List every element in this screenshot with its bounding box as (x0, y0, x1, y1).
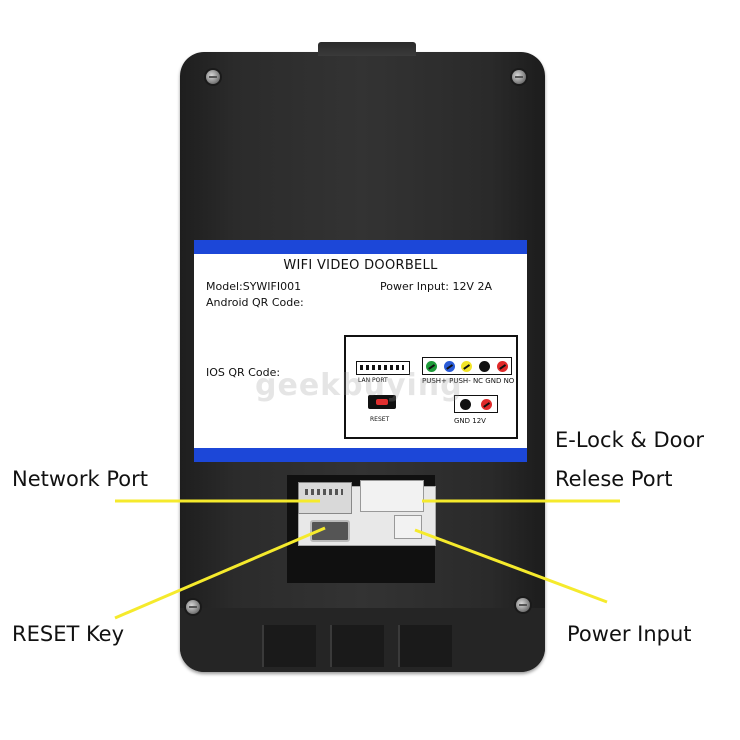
network-port-callout: Network Port (12, 467, 148, 491)
screw-icon (516, 598, 530, 612)
reset-label: RESET (370, 416, 390, 423)
terminal-labels: PUSH+ PUSH- NC GND NO (422, 377, 515, 385)
reset-key-line (114, 526, 326, 620)
wiring-diagram: LAN PORT RESET PUSH+ PUSH- NC GND NO GND… (344, 335, 518, 439)
terminal-gnd (479, 360, 491, 372)
label-band-top (194, 240, 527, 254)
terminal-gnd (460, 398, 471, 410)
screw-icon (186, 600, 200, 614)
terminal-push-minus (443, 360, 455, 372)
terminal-push-plus (426, 360, 438, 372)
power-input-connector (394, 515, 422, 539)
power-input-line (414, 528, 608, 604)
terminal-no (496, 360, 508, 372)
shelf-ridge (330, 625, 384, 667)
terminal-block-icon (422, 357, 512, 375)
product-label: WIFI VIDEO DOORBELL Model:SYWIFI001 Andr… (194, 240, 527, 462)
power-terminal-labels: GND 12V (454, 417, 486, 425)
network-port-connector (298, 482, 352, 514)
label-band-bottom (194, 448, 527, 462)
terminal-nc (461, 360, 473, 372)
shelf-ridge (398, 625, 452, 667)
android-qr-text: Android QR Code: (206, 296, 304, 309)
reset-button-icon (368, 395, 396, 409)
elock-callout-line1: E-Lock & Door (555, 428, 704, 452)
label-title: WIFI VIDEO DOORBELL (283, 258, 438, 273)
lan-port-icon (356, 361, 410, 375)
watermark: geekbuying (255, 368, 463, 403)
mounting-clip (318, 42, 416, 56)
model-text: Model:SYWIFI001 (206, 280, 302, 293)
shelf-ridge (262, 625, 316, 667)
power-terminal-icon (454, 395, 498, 413)
screw-icon (512, 70, 526, 84)
elock-port-connector (360, 480, 424, 512)
power-input-text: Power Input: 12V 2A (380, 280, 492, 293)
ios-qr-text: IOS QR Code: (206, 366, 281, 379)
power-input-callout: Power Input (567, 622, 692, 646)
elock-callout-line2: Relese Port (555, 467, 673, 491)
lan-port-label: LAN PORT (358, 377, 388, 384)
reset-key-callout: RESET Key (12, 622, 125, 646)
terminal-12v (481, 398, 492, 410)
reset-key-button (310, 520, 350, 542)
screw-icon (206, 70, 220, 84)
